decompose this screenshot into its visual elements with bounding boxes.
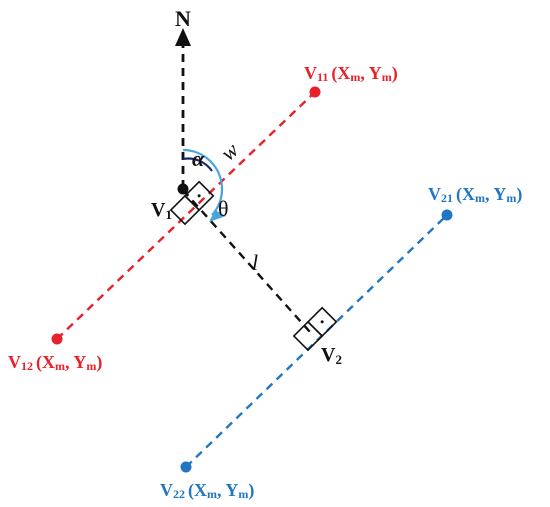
alpha-label: α (192, 146, 205, 171)
w-label: w (215, 137, 243, 166)
v11-label: V11(Xm, Ym) (304, 63, 398, 84)
v1-label: V1 (151, 199, 172, 222)
right-angle-marker-v2 (292, 306, 338, 352)
red-line-v12-v11 (56, 91, 316, 340)
point-v12 (51, 333, 63, 345)
point-v22 (180, 461, 192, 473)
north-label: N (175, 6, 191, 31)
theta-arc-arrow-head (209, 210, 226, 222)
l-label: l (252, 250, 258, 275)
v2-label: V2 (321, 344, 342, 367)
point-v21 (441, 209, 453, 221)
alpha-arc (182, 157, 213, 172)
v12-label: V12(Xm, Ym) (8, 352, 102, 373)
theta-arc (182, 148, 224, 216)
perpendicular-line-l (182, 189, 311, 333)
point-v11 (309, 86, 321, 98)
theta-label: θ (218, 196, 229, 221)
north-arrow-head (175, 28, 191, 46)
point-v1 (177, 183, 189, 195)
v22-label: V22(Xm, Ym) (160, 480, 254, 501)
v21-label: V21(Xm, Ym) (428, 184, 522, 205)
blue-line-v22-v21 (185, 214, 448, 468)
right-angle-marker-v1 (169, 180, 215, 226)
